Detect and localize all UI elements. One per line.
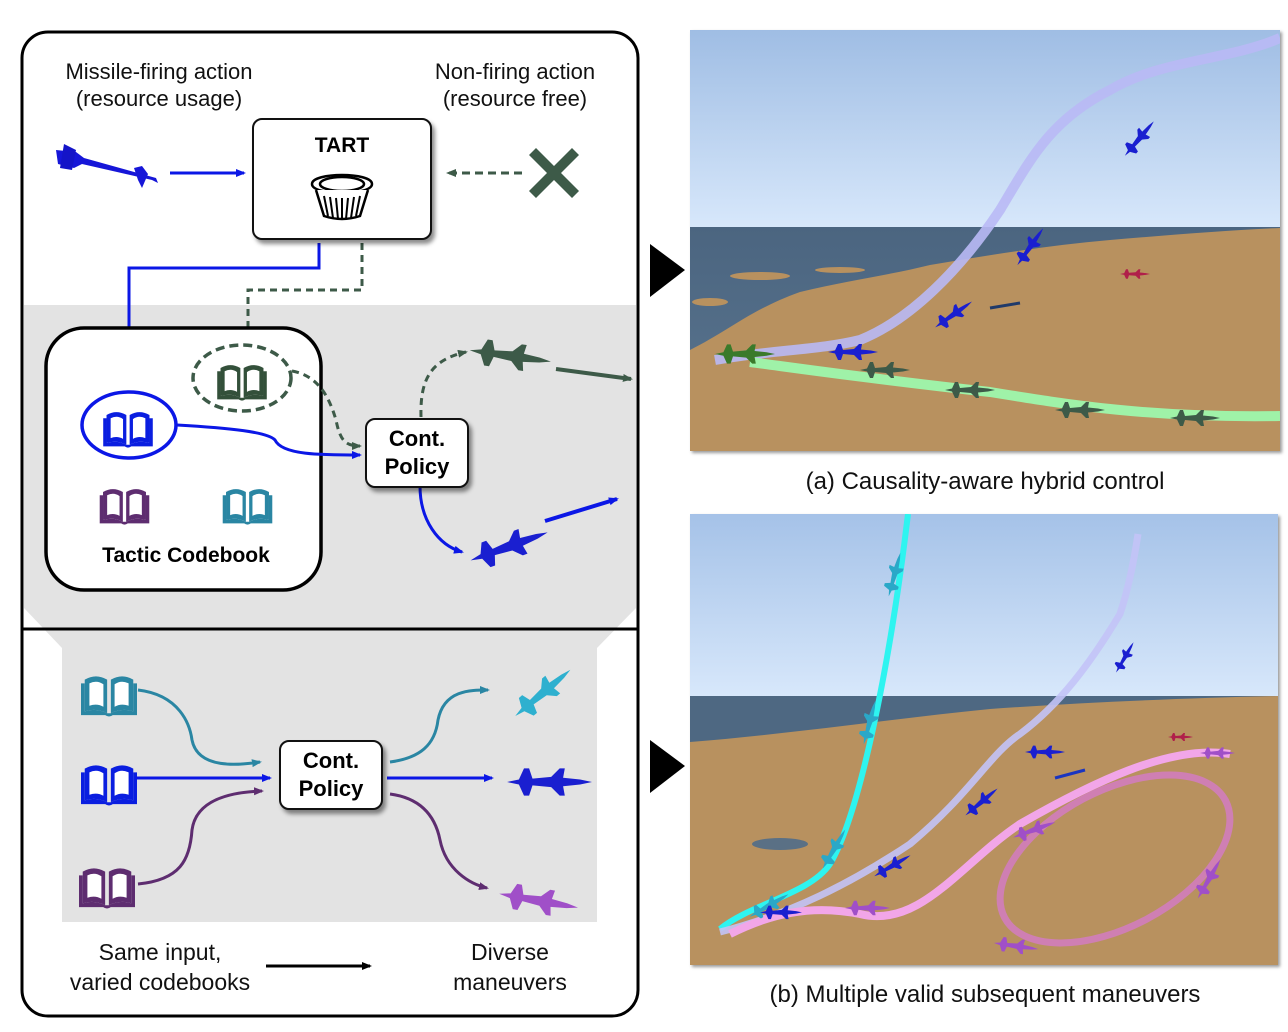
policy-box-bottom: Cont. Policy — [279, 740, 383, 810]
figure-a-caption: (a) Causality-aware hybrid control — [805, 468, 1165, 495]
policy-box-middle: Cont. Policy — [365, 418, 469, 488]
left-panel: TART Cont. Policy Cont. Policy Missile-f… — [20, 30, 640, 1018]
simulation-scene-a — [690, 30, 1280, 451]
policy-label-line1: Cont. — [388, 426, 446, 451]
diverse-maneuvers-caption-line2: maneuvers — [453, 969, 567, 995]
diverse-maneuvers-caption-line1: Diverse — [471, 939, 549, 965]
missile-icon — [56, 144, 158, 188]
blue-jet-trajectory-arrow — [544, 497, 619, 523]
green-codebook-to-policy-arrow — [291, 369, 362, 450]
same-input-caption-line1: Same input, — [98, 939, 222, 965]
missile-action-label-line1: Missile-firing action — [65, 59, 253, 84]
same-input-caption-line2: varied codebooks — [69, 969, 251, 995]
simulation-scene-b — [690, 514, 1278, 965]
figure-b-caption: (b) Multiple valid subsequent maneuvers — [769, 981, 1201, 1008]
missile-b — [1054, 768, 1086, 780]
policy-label-line2: Policy — [384, 454, 450, 479]
simulation-screenshot-b — [690, 514, 1278, 965]
purple-codebook-to-policy-arrow — [137, 787, 264, 886]
sand-terrain — [690, 696, 1278, 965]
green-trail-a — [749, 357, 1280, 422]
sand-terrain — [690, 228, 1280, 451]
x-icon — [529, 148, 579, 198]
left-panel-graphics — [20, 30, 640, 1018]
tart-title: TART — [314, 134, 370, 157]
selected-blue-ellipse — [80, 390, 178, 460]
pointer-triangle-a — [650, 244, 685, 297]
diverse-maneuvers-caption: Diverse maneuvers — [420, 937, 600, 997]
missile-action-label: Missile-firing action (resource usage) — [34, 58, 284, 112]
same-input-caption: Same input, varied codebooks — [50, 937, 270, 997]
policy-to-teal-jet-arrow — [389, 686, 490, 764]
pink-trail-b — [728, 748, 1231, 938]
policy-to-blue-jet-arrow — [418, 485, 464, 554]
green-jet-trajectory-arrow — [555, 367, 633, 382]
pointer-triangle-b — [650, 740, 685, 793]
nonfire-action-label: Non-firing action (resource free) — [400, 58, 630, 112]
blue-trail-b — [719, 533, 1142, 936]
simulation-screenshot-a — [690, 30, 1280, 451]
selected-green-ellipse — [191, 343, 293, 413]
tactic-codebook-title: Tactic Codebook — [102, 544, 270, 567]
tart-icon — [310, 173, 374, 221]
nonfire-action-label-line1: Non-firing action — [434, 59, 596, 84]
nonfire-action-label-line2: (resource free) — [442, 86, 588, 111]
teal-codebook-to-policy-arrow — [137, 688, 262, 768]
missile-action-label-line2: (resource usage) — [75, 86, 243, 111]
blue-codebook-to-policy-arrow — [176, 423, 362, 459]
panel-border — [20, 30, 640, 1018]
policy-label-line2: Policy — [298, 776, 364, 801]
missile-a — [989, 301, 1021, 310]
policy-label-line1: Cont. — [302, 748, 360, 773]
policy-to-purple-jet-arrow — [389, 792, 489, 891]
policy-to-green-jet-arrow — [419, 349, 468, 418]
tart-box: TART — [252, 118, 432, 240]
blue-trail-a — [714, 33, 1280, 365]
